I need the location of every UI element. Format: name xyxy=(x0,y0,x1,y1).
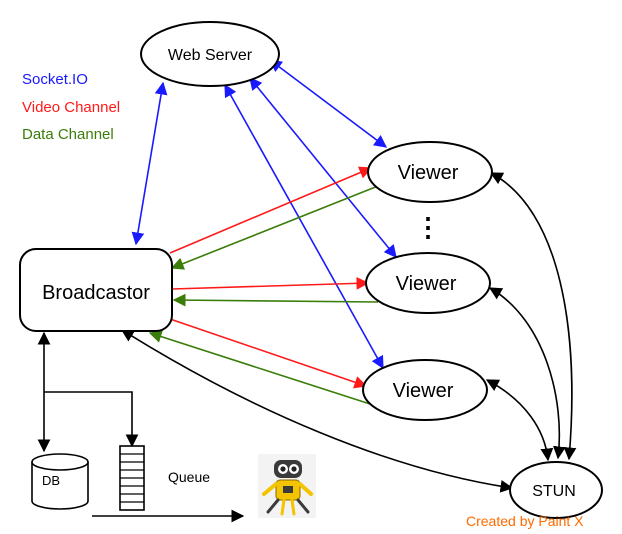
more-viewers-ellipsis: ⋮ xyxy=(415,212,441,242)
credit-text: Created by Paint X xyxy=(466,513,584,529)
video-to-viewer2 xyxy=(171,276,370,290)
legend-video-channel: Video Channel xyxy=(22,99,120,116)
web-server-node: Web Server xyxy=(140,21,280,87)
legend: Socket.IO Video Channel Data Channel xyxy=(22,71,120,143)
branch-to-queue xyxy=(44,391,139,448)
socketio-connections xyxy=(131,59,397,370)
viewer-node-3: Viewer xyxy=(362,359,488,421)
stun-broadcastor-curve xyxy=(120,329,514,493)
viewer-node-1: Viewer xyxy=(367,141,493,203)
data-channel-connections xyxy=(148,185,379,405)
stun-node: STUN xyxy=(509,461,603,519)
viewer-label-3: Viewer xyxy=(393,380,454,402)
viewer-label-1: Viewer xyxy=(398,162,459,184)
robot-icon xyxy=(258,454,316,518)
queue-stack xyxy=(119,445,145,511)
legend-socketio: Socket.IO xyxy=(22,71,88,88)
web-server-label: Web Server xyxy=(168,47,253,64)
viewer-label-2: Viewer xyxy=(396,273,457,295)
socketio-web-viewer1 xyxy=(268,59,388,148)
socketio-web-broadcastor xyxy=(131,81,168,246)
broadcastor-node: Broadcastor xyxy=(19,248,173,332)
db-cylinder: DB xyxy=(31,453,89,510)
viewer-node-2: Viewer xyxy=(365,252,491,314)
stun-connections xyxy=(120,172,577,493)
broadcastor-label: Broadcastor xyxy=(42,282,150,304)
stun-label: STUN xyxy=(532,483,576,500)
stun-viewer2-curve xyxy=(488,287,566,460)
video-to-viewer1 xyxy=(169,166,373,254)
data-from-viewer1 xyxy=(170,185,379,270)
storage-connections xyxy=(37,331,245,523)
socketio-web-viewer3 xyxy=(224,83,384,370)
db-label: DB xyxy=(42,473,60,488)
data-from-viewer3 xyxy=(148,330,371,405)
stun-viewer3-curve xyxy=(485,379,554,462)
queue-label: Queue xyxy=(168,469,210,485)
stun-viewer1-curve xyxy=(489,172,577,461)
legend-data-channel: Data Channel xyxy=(22,126,114,143)
data-from-viewer2 xyxy=(172,293,379,307)
